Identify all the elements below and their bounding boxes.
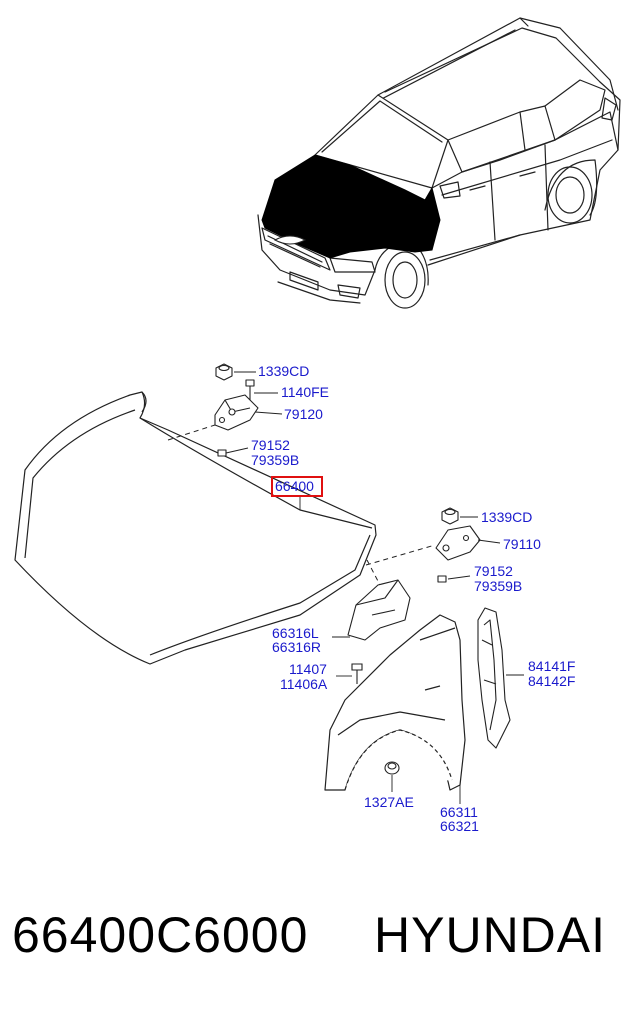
footer: 66400C6000 HYUNDAI xyxy=(0,900,635,980)
callout-hinge-left-screw-b: 79359B xyxy=(251,452,299,468)
grille-badge xyxy=(273,235,307,245)
callout-hinge-right-screw-a: 79152 xyxy=(474,563,513,579)
callout-bolt-b: 11406A xyxy=(280,676,328,692)
highlight-box xyxy=(271,476,323,497)
callout-hood: 66400 xyxy=(275,478,314,494)
fender-insulator xyxy=(477,607,511,749)
parts-diagram: 1339CD 1140FE 79120 79152 79359B 66400 1… xyxy=(14,17,621,834)
callout-hinge-right: 79110 xyxy=(503,536,541,552)
callout-fender-b: 66321 xyxy=(440,818,479,834)
vehicle-illustration xyxy=(257,17,621,309)
callout-labels: 1339CD 1140FE 79120 79152 79359B 66400 1… xyxy=(251,363,575,834)
callout-bracket-l: 66316L xyxy=(272,625,319,641)
callout-bracket-r: 66316R xyxy=(272,639,321,655)
callout-hinge-left-bolt: 1140FE xyxy=(281,384,329,400)
callout-hinge-left: 79120 xyxy=(284,406,323,422)
hood-highlight-region xyxy=(261,154,441,259)
part-number: 66400C6000 xyxy=(12,907,309,963)
callout-insulator-b: 84142F xyxy=(528,673,575,689)
left-hinge-assembly xyxy=(214,363,259,457)
callout-hinge-left-nut: 1339CD xyxy=(258,363,309,379)
callout-hinge-right-screw-b: 79359B xyxy=(474,578,522,594)
guide-lines xyxy=(167,424,436,586)
callout-hinge-left-screw-a: 79152 xyxy=(251,437,290,453)
leader-lines xyxy=(225,371,524,804)
callout-fender-a: 66311 xyxy=(440,804,478,820)
fender-bolt xyxy=(351,663,363,684)
brand-name: HYUNDAI xyxy=(374,907,607,963)
callout-bolt-a: 11407 xyxy=(289,661,327,677)
fender-clip xyxy=(384,761,400,775)
callout-clip: 1327AE xyxy=(364,794,414,810)
right-hinge-assembly xyxy=(435,507,481,583)
hood-panel xyxy=(14,391,377,665)
callout-hinge-right-nut: 1339CD xyxy=(481,509,532,525)
callout-insulator-a: 84141F xyxy=(528,658,575,674)
fender-bracket xyxy=(347,579,411,641)
fender-panel xyxy=(324,614,466,791)
